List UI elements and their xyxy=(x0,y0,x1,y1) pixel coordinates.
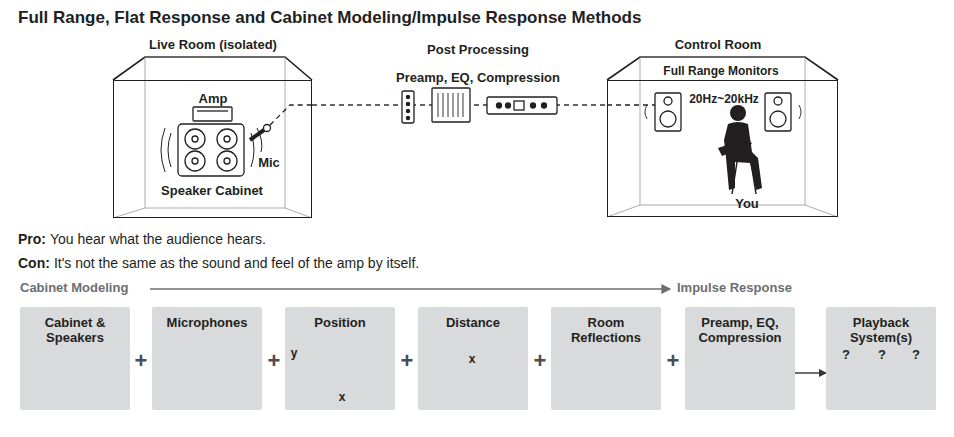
plus-sign: + xyxy=(268,348,281,373)
text-label: Impulse Response xyxy=(677,281,792,296)
room-box: Live Room (isolated)AmpMicSpeaker Cabine… xyxy=(113,80,312,218)
amp-symbol xyxy=(193,107,232,121)
part-label: Full Range Monitors xyxy=(663,65,778,79)
component-box: Cabinet & Speakers xyxy=(20,307,130,410)
part-label: x xyxy=(339,391,346,405)
room-heading: Live Room (isolated) xyxy=(149,38,277,53)
component-box: Distance x xyxy=(418,307,528,410)
processing-units xyxy=(402,88,557,123)
person-silhouette xyxy=(718,105,762,190)
box-heading: Distance xyxy=(424,315,522,330)
plus-sign: + xyxy=(534,348,547,373)
part-label: Amp xyxy=(199,92,228,107)
part-label: Speaker Cabinet xyxy=(161,184,263,199)
diagram-title: Full Range, Flat Response and Cabinet Mo… xyxy=(18,8,641,28)
text-label: Cabinet Modeling xyxy=(20,281,128,296)
mic-symbol xyxy=(250,105,312,140)
text-label: You hear what the audience hears. xyxy=(50,231,266,247)
text-label: Con: xyxy=(18,255,50,271)
speaker-cabinet-symbol xyxy=(161,124,262,176)
text-label: Post Processing xyxy=(427,43,529,58)
component-box: Preamp, EQ, Compression xyxy=(685,307,795,410)
text-label: Preamp, EQ, Compression xyxy=(396,71,560,86)
component-box: Playback System(s)??? xyxy=(826,307,936,410)
component-box: Position y x xyxy=(285,307,395,410)
box-heading: Microphones xyxy=(158,315,256,330)
flow-arrow xyxy=(795,372,826,373)
box-heading: Cabinet & Speakers xyxy=(26,315,124,345)
box-heading: Position xyxy=(291,315,389,330)
part-label: You xyxy=(735,197,759,212)
box-heading: Playback System(s) xyxy=(832,315,930,345)
text-label: Pro: xyxy=(18,231,46,247)
part-label: ? xyxy=(912,348,920,363)
plus-sign: + xyxy=(135,348,148,373)
room-heading: Control Room xyxy=(675,38,762,53)
part-label: y xyxy=(291,347,298,361)
box-heading: Preamp, EQ, Compression xyxy=(691,315,789,345)
plus-sign: + xyxy=(401,348,414,373)
text-label: It's not the same as the sound and feel … xyxy=(54,255,419,271)
part-label: x xyxy=(469,353,476,367)
monitor-symbol xyxy=(645,93,801,131)
part-label: ? xyxy=(878,348,886,363)
modeling-arrow xyxy=(150,285,670,293)
control-room-walls xyxy=(607,57,838,217)
part-label: 20Hz~20kHz xyxy=(689,93,759,107)
box-heading: Room Reflections xyxy=(557,315,655,345)
component-box: Room Reflections xyxy=(551,307,661,410)
component-box: Microphones xyxy=(152,307,262,410)
part-label: Mic xyxy=(258,156,280,171)
room-box: Control RoomFull Range Monitors20Hz~20kH… xyxy=(607,80,838,217)
plus-sign: + xyxy=(667,348,680,373)
part-label: ? xyxy=(842,348,850,363)
live-room-walls xyxy=(113,57,312,218)
stool xyxy=(732,162,756,194)
